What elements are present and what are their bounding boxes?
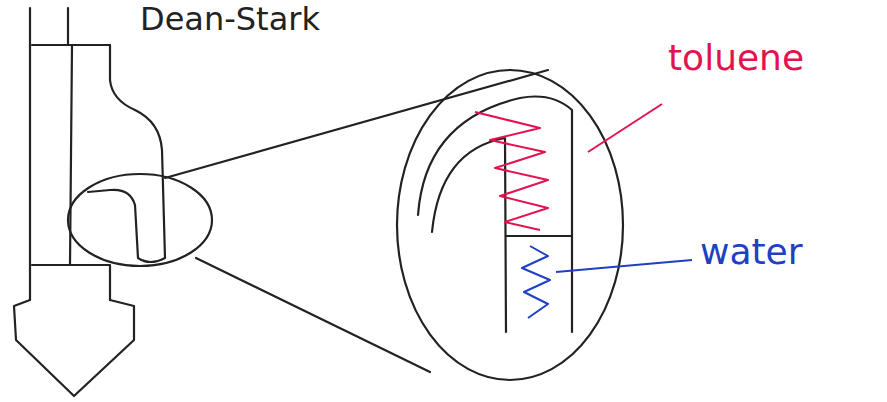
joint-bottom [32, 265, 110, 300]
magnified-view [397, 70, 623, 380]
label-holder: water [700, 232, 803, 272]
joint-wall [88, 45, 165, 262]
label-holder: toluene [668, 38, 804, 78]
zoom-ring [68, 174, 212, 266]
title: Dean-Stark [140, 2, 320, 37]
zoom-line [196, 258, 430, 372]
toluene-leader [588, 104, 662, 152]
phase-boundary [506, 235, 572, 237]
water-hatch [522, 246, 550, 318]
label: toluene [668, 38, 804, 78]
toluene-hatch [475, 112, 548, 230]
water-leader [556, 260, 692, 272]
column-wall [67, 8, 69, 45]
label-holder: Dean-Stark [140, 2, 320, 37]
column-wall [29, 8, 31, 300]
flask [14, 300, 134, 396]
trap-outer-wall [418, 97, 572, 333]
label: water [700, 232, 803, 272]
zoom-line [165, 70, 548, 178]
